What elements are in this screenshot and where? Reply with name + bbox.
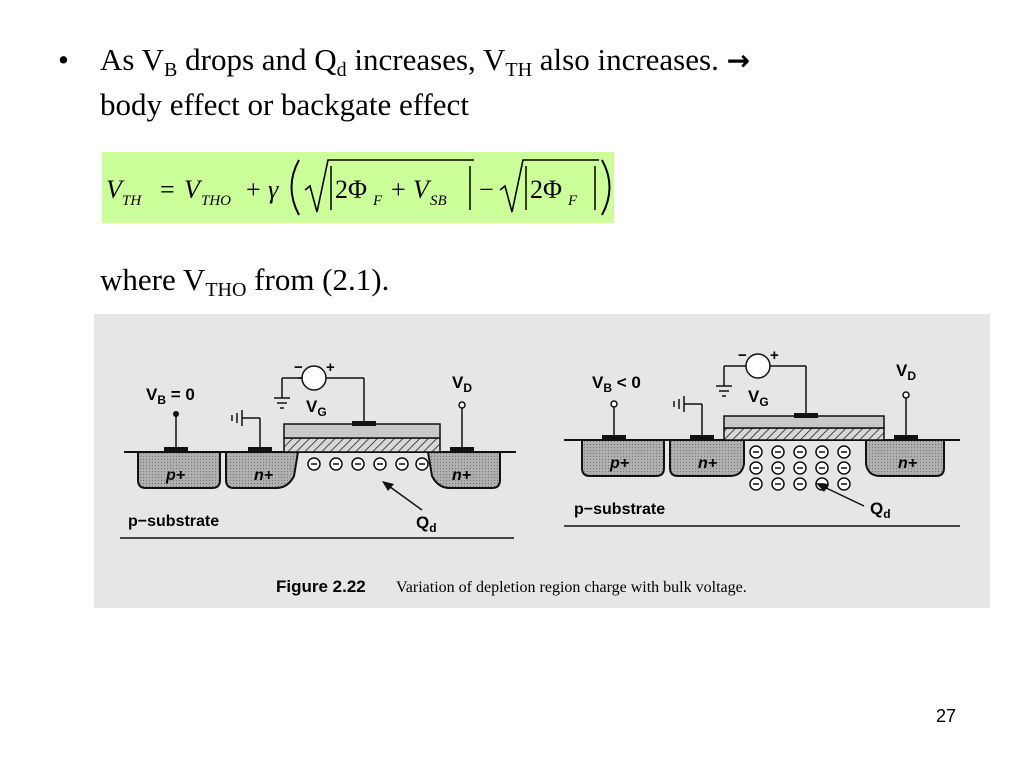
minus-sign: − bbox=[479, 175, 494, 204]
mosfet-diagrams: − + VB = 0 VG VD p+ n+ n+ p−substrate Qd bbox=[120, 347, 960, 596]
qd-label: Qd bbox=[870, 499, 891, 521]
voltage-source-icon bbox=[745, 353, 771, 379]
formula-box: V TH = V THO + γ 2Φ F + V SB − 2Φ F bbox=[102, 152, 614, 223]
right-arrow-icon: → bbox=[726, 44, 751, 77]
plus-label: + bbox=[770, 347, 779, 364]
lhs-sub: TH bbox=[122, 193, 142, 209]
gate-contact bbox=[794, 413, 818, 418]
substrate-label: p−substrate bbox=[128, 513, 219, 530]
n-plus-source-label: n+ bbox=[254, 467, 273, 484]
arrow-head-icon bbox=[816, 483, 829, 492]
n-plus-drain-label: n+ bbox=[898, 455, 917, 472]
arrow-line bbox=[385, 483, 423, 511]
vg-label: VG bbox=[748, 387, 769, 409]
bullet-line-2: body effect or backgate effect bbox=[100, 87, 469, 122]
drain-contact bbox=[450, 447, 474, 452]
page-number: 27 bbox=[936, 706, 957, 726]
gate-contact bbox=[352, 421, 376, 426]
two-phi-2: 2Φ bbox=[530, 175, 562, 204]
vd-terminal bbox=[458, 401, 466, 409]
n-plus-drain-region bbox=[426, 451, 501, 489]
bullet-text-part: also increases. bbox=[532, 42, 727, 77]
subscript-tho: THO bbox=[205, 279, 247, 301]
source-contact bbox=[248, 447, 272, 452]
gamma-symbol: γ bbox=[268, 175, 279, 204]
where-line: where VTHO from (2.1). bbox=[100, 258, 389, 302]
gate-poly bbox=[283, 423, 441, 439]
right-paren-icon bbox=[601, 159, 611, 216]
qd-label: Qd bbox=[416, 513, 437, 535]
arrow-head-icon bbox=[382, 481, 394, 491]
vb-label: VB = 0 bbox=[146, 385, 195, 407]
figure-2-22: − + VB = 0 VG VD p+ n+ n+ p−substrate Qd bbox=[94, 314, 990, 608]
vg-label: VG bbox=[306, 397, 327, 419]
lhs-v: V bbox=[106, 175, 125, 204]
two-phi-1: 2Φ bbox=[335, 175, 367, 204]
right-diagram: − + VB < 0 VG VD p+ n+ n+ p−substrate Qd bbox=[564, 347, 960, 527]
vd-label: VD bbox=[452, 373, 472, 395]
bullet-text-part: drops and Q bbox=[177, 42, 337, 77]
substrate-label: p−substrate bbox=[574, 501, 665, 518]
vsb-v: V bbox=[413, 175, 432, 204]
plus-label: + bbox=[326, 359, 335, 376]
p-plus-label: p+ bbox=[165, 467, 185, 484]
n-plus-source-region bbox=[669, 439, 745, 477]
source-contact bbox=[690, 435, 714, 440]
n-plus-source-region bbox=[225, 451, 300, 489]
n-plus-drain-region bbox=[865, 439, 945, 477]
left-diagram: − + VB = 0 VG VD p+ n+ n+ p−substrate Qd bbox=[120, 359, 516, 539]
minus-label: − bbox=[738, 347, 747, 364]
p-plus-region bbox=[581, 439, 665, 477]
body-contact bbox=[602, 435, 626, 440]
n-plus-source-label: n+ bbox=[698, 455, 717, 472]
body-contact bbox=[164, 447, 188, 452]
subscript-d: d bbox=[336, 59, 347, 81]
equals-sign: = bbox=[160, 175, 175, 204]
vb-terminal bbox=[173, 411, 179, 417]
plus-sign-2: + bbox=[391, 175, 406, 204]
sub-f2: F bbox=[567, 193, 578, 209]
sqrt-sign-icon bbox=[304, 159, 474, 213]
p-plus-region bbox=[137, 451, 221, 489]
rhs-v: V bbox=[184, 175, 203, 204]
bullet-text-part: increases, V bbox=[346, 42, 506, 77]
vth-formula: V TH = V THO + γ 2Φ F + V SB − 2Φ F bbox=[106, 159, 611, 216]
vd-terminal bbox=[902, 391, 910, 399]
bullet-text: As VB drops and Qd increases, VTH also i… bbox=[100, 38, 980, 127]
drain-contact bbox=[894, 435, 918, 440]
plus-sign: + bbox=[246, 175, 261, 204]
sub-f1: F bbox=[372, 193, 383, 209]
figure-caption-text: Variation of depletion region charge wit… bbox=[396, 579, 747, 596]
subscript-th: TH bbox=[505, 59, 533, 81]
p-plus-label: p+ bbox=[609, 455, 629, 472]
vsb-sub: SB bbox=[430, 193, 447, 209]
vd-label: VD bbox=[896, 361, 916, 383]
gate-oxide bbox=[283, 437, 441, 453]
minus-label: − bbox=[294, 359, 303, 376]
arrow-line bbox=[821, 485, 865, 507]
vb-label: VB < 0 bbox=[592, 373, 641, 395]
bullet-text-part: As V bbox=[100, 42, 165, 77]
subscript-b: B bbox=[164, 59, 178, 81]
voltage-source-icon bbox=[301, 365, 327, 391]
n-plus-drain-label: n+ bbox=[452, 467, 471, 484]
vb-terminal bbox=[610, 400, 618, 408]
bullet-symbol: • bbox=[58, 42, 69, 77]
rhs-sub: THO bbox=[201, 193, 231, 209]
figure-caption-number: Figure 2.22 bbox=[276, 577, 366, 596]
where-text: where V bbox=[100, 262, 206, 297]
left-paren-icon bbox=[290, 159, 300, 216]
sqrt-sign-icon bbox=[499, 159, 599, 213]
gate-oxide bbox=[723, 427, 885, 441]
where-text-end: from (2.1). bbox=[246, 262, 390, 297]
